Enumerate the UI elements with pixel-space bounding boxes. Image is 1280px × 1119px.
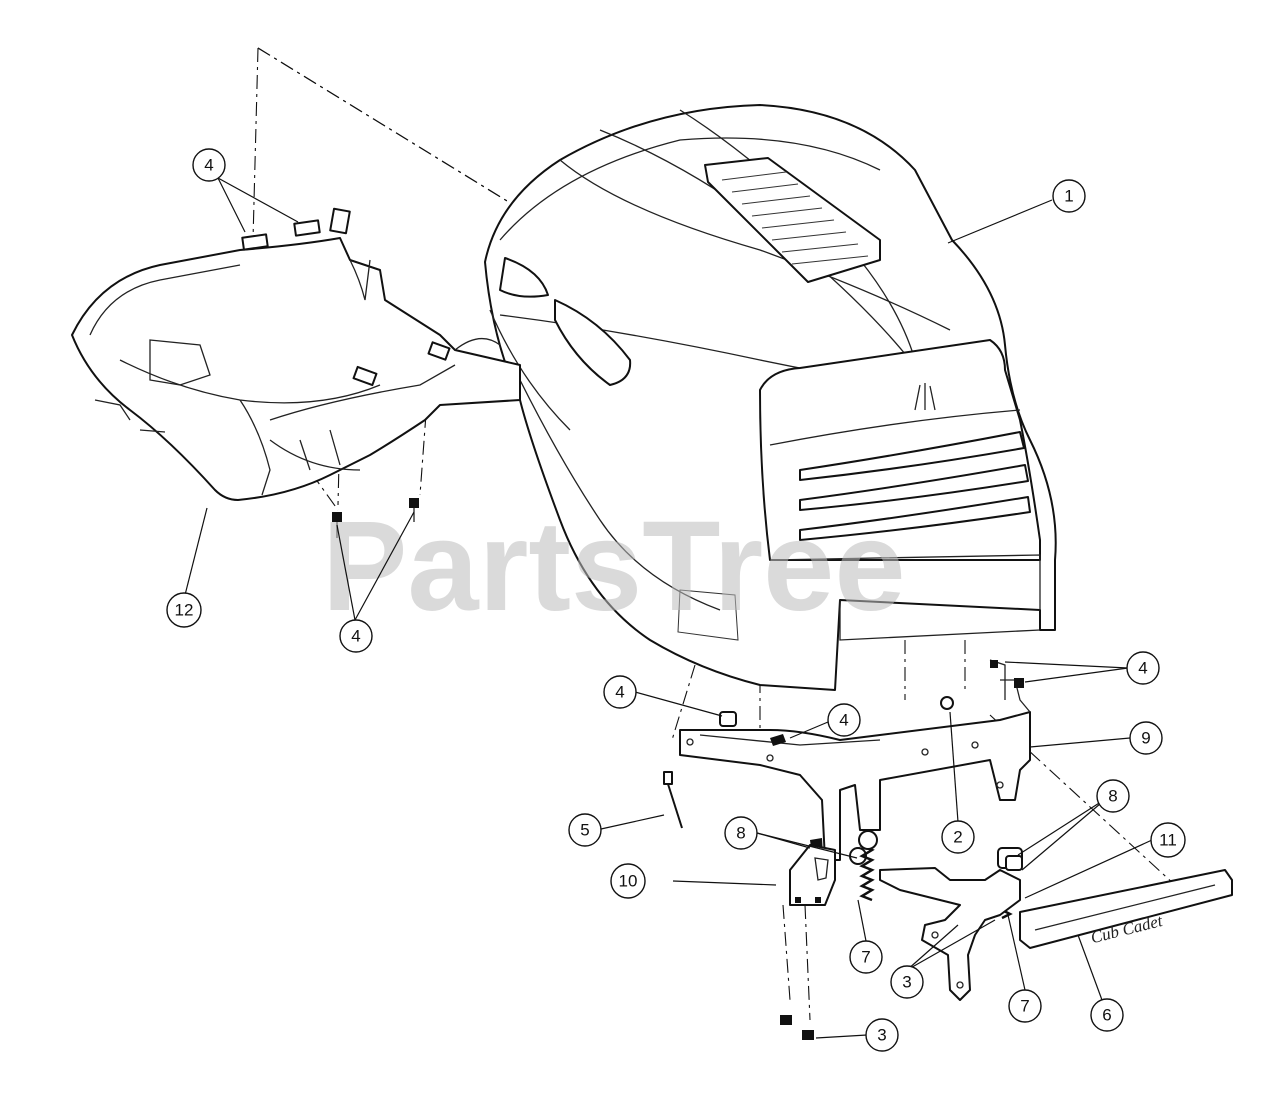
svg-text:7: 7 — [861, 948, 870, 967]
callout-12: 12 — [166, 592, 202, 628]
svg-text:4: 4 — [1138, 659, 1147, 678]
callout-11: 11 — [1150, 822, 1186, 858]
svg-text:7: 7 — [1020, 997, 1029, 1016]
svg-text:4: 4 — [204, 156, 213, 175]
svg-text:8: 8 — [736, 824, 745, 843]
cable-tie — [663, 771, 683, 829]
callout-8: 8 — [1096, 779, 1130, 813]
svg-text:4: 4 — [839, 711, 848, 730]
svg-text:4: 4 — [351, 627, 360, 646]
svg-text:2: 2 — [953, 828, 962, 847]
svg-text:3: 3 — [877, 1026, 886, 1045]
svg-text:6: 6 — [1102, 1006, 1111, 1025]
dash-panel — [71, 207, 521, 501]
callout-4: 4 — [603, 675, 637, 709]
svg-text:8: 8 — [1108, 787, 1117, 806]
latch-arm — [879, 847, 1023, 1001]
hood — [484, 104, 1057, 691]
svg-text:5: 5 — [580, 821, 589, 840]
svg-text:10: 10 — [619, 872, 638, 891]
svg-text:11: 11 — [1159, 831, 1177, 850]
callout-9: 9 — [1129, 721, 1163, 755]
svg-text:12: 12 — [175, 601, 194, 620]
callout-4: 4 — [339, 619, 373, 653]
callout-1: 1 — [1052, 179, 1086, 213]
callout-4: 4 — [1126, 651, 1160, 685]
svg-text:4: 4 — [615, 683, 624, 702]
callout-2: 2 — [941, 820, 975, 854]
front-badge: Cub Cadet — [1019, 869, 1233, 949]
dash-screws — [332, 498, 419, 538]
watermark-text: PartsTree — [322, 495, 906, 638]
callout-4: 4 — [827, 703, 861, 737]
callout-10: 10 — [610, 863, 646, 899]
svg-text:3: 3 — [902, 973, 911, 992]
callout-3: 3 — [865, 1018, 899, 1052]
callout-5: 5 — [568, 813, 602, 847]
svg-text:9: 9 — [1141, 729, 1150, 748]
callout-7: 7 — [1008, 989, 1042, 1023]
callout-7: 7 — [849, 940, 883, 974]
leader-lines — [184, 177, 1153, 1039]
callout-4: 4 — [192, 148, 226, 182]
callout-6: 6 — [1090, 998, 1124, 1032]
bottom-screws — [780, 1015, 814, 1040]
callout-8: 8 — [724, 816, 758, 850]
callout-3: 3 — [890, 965, 924, 999]
latch-bracket — [789, 844, 836, 906]
svg-text:1: 1 — [1064, 187, 1073, 206]
